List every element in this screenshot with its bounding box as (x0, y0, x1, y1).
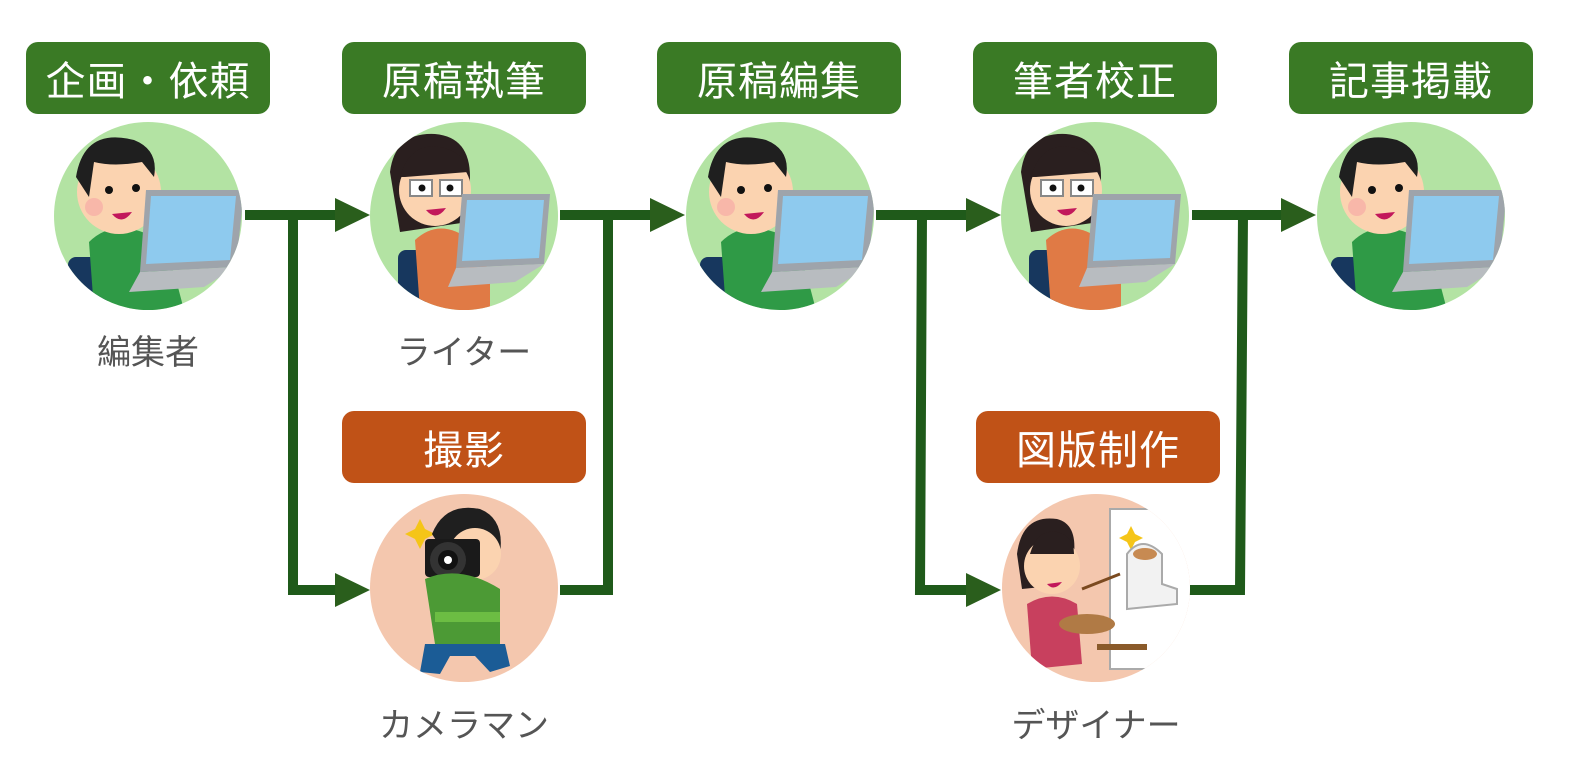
stage-publishing: 記事掲載 (1289, 42, 1533, 114)
arrow-editor-to-cameraman (288, 215, 340, 595)
stage-planning-label: 企画・依頼 (45, 59, 251, 105)
editor-illustration (54, 122, 242, 310)
stage-photography: 撮影 (342, 411, 586, 483)
woman-with-laptop-icon (1021, 133, 1181, 310)
man-with-laptop-icon (1331, 137, 1505, 310)
stage-writing-label: 原稿執筆 (382, 59, 546, 105)
stage-illustration: 図版制作 (976, 411, 1220, 483)
man-with-laptop-icon (68, 137, 242, 310)
stage-author-proof: 筆者校正 (973, 42, 1217, 114)
role-cameraman: カメラマン (379, 706, 549, 746)
stage-editing: 原稿編集 (657, 42, 901, 114)
designer-illustration (1002, 494, 1190, 682)
publishing-editor-illustration (1317, 122, 1505, 310)
arrowhead-icon (335, 198, 370, 232)
role-editor: 編集者 (97, 333, 199, 373)
photographer-icon (405, 507, 510, 674)
painter-icon (1017, 508, 1190, 670)
writer-illustration (370, 122, 558, 310)
editing-editor-illustration (686, 122, 874, 310)
arrowhead-icon (966, 573, 1001, 607)
stage-author-proof-label: 筆者校正 (1013, 59, 1177, 105)
arrowhead-icon (335, 573, 370, 607)
arrowhead-icon (966, 198, 1001, 232)
arrowhead-icon (650, 198, 685, 232)
stage-writing: 原稿執筆 (342, 42, 586, 114)
man-with-laptop-icon (700, 137, 874, 310)
role-writer: ライター (396, 333, 532, 373)
stage-photography-label: 撮影 (423, 428, 505, 474)
role-designer: デザイナー (1011, 706, 1181, 746)
woman-with-laptop-icon (390, 133, 550, 310)
proof-writer-illustration (1001, 122, 1189, 310)
stage-planning: 企画・依頼 (26, 42, 270, 114)
arrow-cameraman-to-editing (560, 215, 613, 595)
arrow-editing-to-designer (914, 214, 972, 595)
stage-publishing-label: 記事掲載 (1329, 59, 1493, 105)
stage-illustration-label: 図版制作 (1016, 428, 1180, 474)
cameraman-illustration (370, 494, 558, 682)
stage-editing-label: 原稿編集 (697, 59, 861, 105)
arrow-designer-to-publishing (1188, 214, 1248, 595)
arrowhead-icon (1281, 198, 1316, 232)
